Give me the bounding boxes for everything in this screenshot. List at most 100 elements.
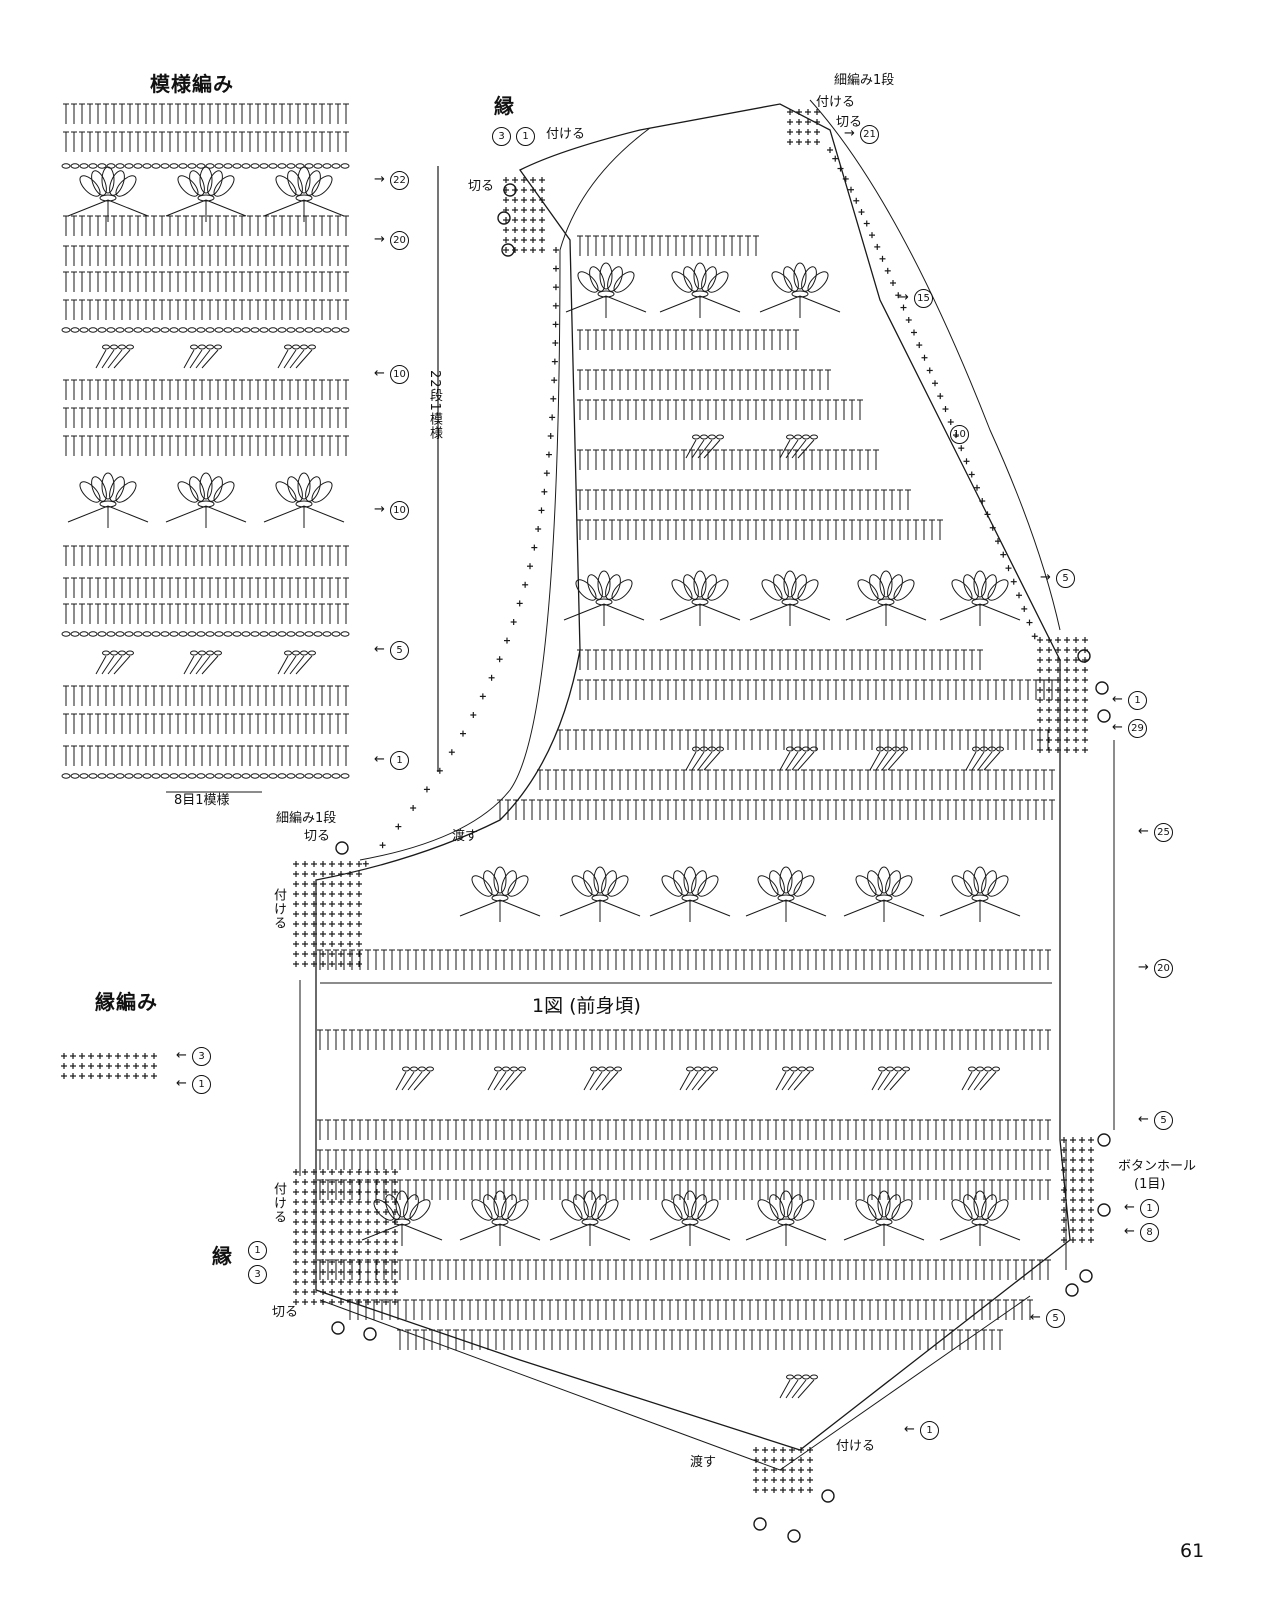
body-flower-motif: [759, 262, 841, 318]
body-stitch-row: [577, 235, 759, 256]
pattern-row-marker-20: → 20: [374, 230, 409, 250]
pattern-stitch-row: [63, 271, 349, 292]
top-edge-sc-border: [503, 177, 545, 253]
picot-loop: [1095, 681, 1109, 695]
neck-sc-row-label: 細編み1段: [276, 811, 337, 826]
body-stitch-row: [397, 1329, 1003, 1350]
body-flower-motif: [459, 866, 541, 922]
body-flower-motif: [563, 570, 645, 626]
hem-point-sc-border: [753, 1447, 813, 1493]
body-fan-motif: [779, 1374, 818, 1399]
body-fan-motif: [679, 1066, 718, 1091]
body-fan-motif: [965, 746, 1004, 771]
pattern-stitch-row: [63, 713, 349, 734]
pattern-chain-row: [61, 327, 350, 333]
edging-row-marker-3: ← 3: [176, 1046, 211, 1066]
body-fan-motif: [779, 746, 818, 771]
pattern-fan-motif: [183, 650, 222, 675]
pattern-foundation-chain: [61, 773, 350, 779]
body-stitch-row: [497, 799, 1055, 820]
armhole-marker-15: → 15: [898, 288, 933, 308]
hem-guide: [319, 1295, 1031, 1471]
pattern-fan-motif: [277, 650, 316, 675]
picot-loop: [363, 1327, 377, 1341]
pattern-flower-motif: [165, 472, 247, 528]
pattern-stitch-row: [63, 577, 349, 598]
top-attach-label: 付ける: [546, 127, 586, 142]
pattern-row-marker-15: ← 10: [374, 364, 409, 384]
body-marker-5: ← 5: [1138, 1110, 1173, 1130]
pattern-row-marker-5: ← 5: [374, 640, 409, 660]
pattern-flower-motif: [165, 166, 247, 222]
armhole-edge-crosses: [827, 147, 1038, 640]
hem-attach-label: 付ける: [836, 1439, 876, 1454]
pattern-stitch-row: [63, 407, 349, 428]
picot-loop: [1077, 649, 1091, 663]
body-stitch-row: [577, 369, 831, 390]
body-marker-20: → 20: [1138, 958, 1173, 978]
body-flower-motif: [843, 1190, 925, 1246]
pattern-row-marker-22: → 22: [374, 170, 409, 190]
body-flower-motif: [745, 1190, 827, 1246]
picot-loop: [497, 211, 511, 225]
buttonhole-count: (1目): [1134, 1177, 1166, 1192]
left-edge-rows: 1 3: [248, 1236, 267, 1284]
hem-marker-1: ← 1: [904, 1420, 939, 1440]
body-fan-motif: [869, 746, 908, 771]
body-flower-motif: [843, 866, 925, 922]
pattern-chart-title: 模様編み: [150, 72, 234, 96]
pattern-stitch-row: [63, 745, 349, 766]
pattern-fan-motif: [95, 650, 134, 675]
neck-sc-border: [293, 861, 362, 967]
pattern-height-label: 22段1模様: [427, 370, 442, 440]
edging-sc-grid: [61, 1053, 157, 1079]
body-stitch-row: [577, 399, 863, 420]
shoulder-cut-label: 切る: [836, 115, 863, 130]
body-flower-motif: [649, 866, 731, 922]
body-flower-motif: [939, 866, 1021, 922]
neckline-guide: [359, 127, 651, 861]
top-cut-label: 切る: [468, 179, 495, 194]
body-fan-motif: [871, 1066, 910, 1091]
neckline-edge-crosses: [362, 247, 559, 867]
body-flower-motif: [649, 1190, 731, 1246]
pattern-chain-row: [61, 631, 350, 637]
picot-loop: [1079, 1269, 1093, 1283]
buttonhole-label: ボタンホール: [1118, 1159, 1197, 1174]
pattern-fan-motif: [277, 344, 316, 369]
pattern-flower-motif: [67, 166, 149, 222]
body-flower-motif: [749, 570, 831, 626]
shoulder-attach-label: 付ける: [816, 95, 856, 110]
body-flower-motif: [939, 570, 1021, 626]
edging-row-marker-1: ← 1: [176, 1074, 211, 1094]
shoulder-sc-row-label: 細編み1段: [834, 73, 895, 88]
front-edge-marker-1: ← 1: [1124, 1198, 1159, 1218]
pattern-stitch-row: [63, 603, 349, 624]
body-marker-25: ← 25: [1138, 822, 1173, 842]
picot-loop: [501, 243, 515, 257]
pattern-row-marker-1: ← 1: [374, 750, 409, 770]
body-flower-motif: [659, 262, 741, 318]
pattern-stitch-row: [63, 299, 349, 320]
page-number: 61: [1180, 1540, 1205, 1562]
shoulder-sc-border: [787, 109, 820, 145]
picot-loop: [1065, 1283, 1079, 1297]
body-fan-motif: [685, 746, 724, 771]
picot-loop: [821, 1489, 835, 1503]
body-flower-motif: [745, 866, 827, 922]
row-marker-21: → 21: [844, 124, 879, 144]
body-flower-motif: [659, 570, 741, 626]
body-stitch-row: [347, 1299, 1033, 1320]
armhole-guide: [809, 99, 1061, 631]
picot-loop: [753, 1517, 767, 1531]
pattern-row-marker-10: → 10: [374, 500, 409, 520]
body-stitch-row: [317, 1119, 1051, 1140]
edging-chart-title: 縁編み: [95, 990, 158, 1014]
body-marker-29: ← 29: [1112, 718, 1147, 738]
body-stitch-row: [317, 1029, 1051, 1050]
top-edge-rows: 3 1: [492, 126, 536, 146]
pattern-stitch-row: [63, 685, 349, 706]
pattern-fan-motif: [183, 344, 222, 369]
body-stitch-row: [537, 769, 1055, 790]
